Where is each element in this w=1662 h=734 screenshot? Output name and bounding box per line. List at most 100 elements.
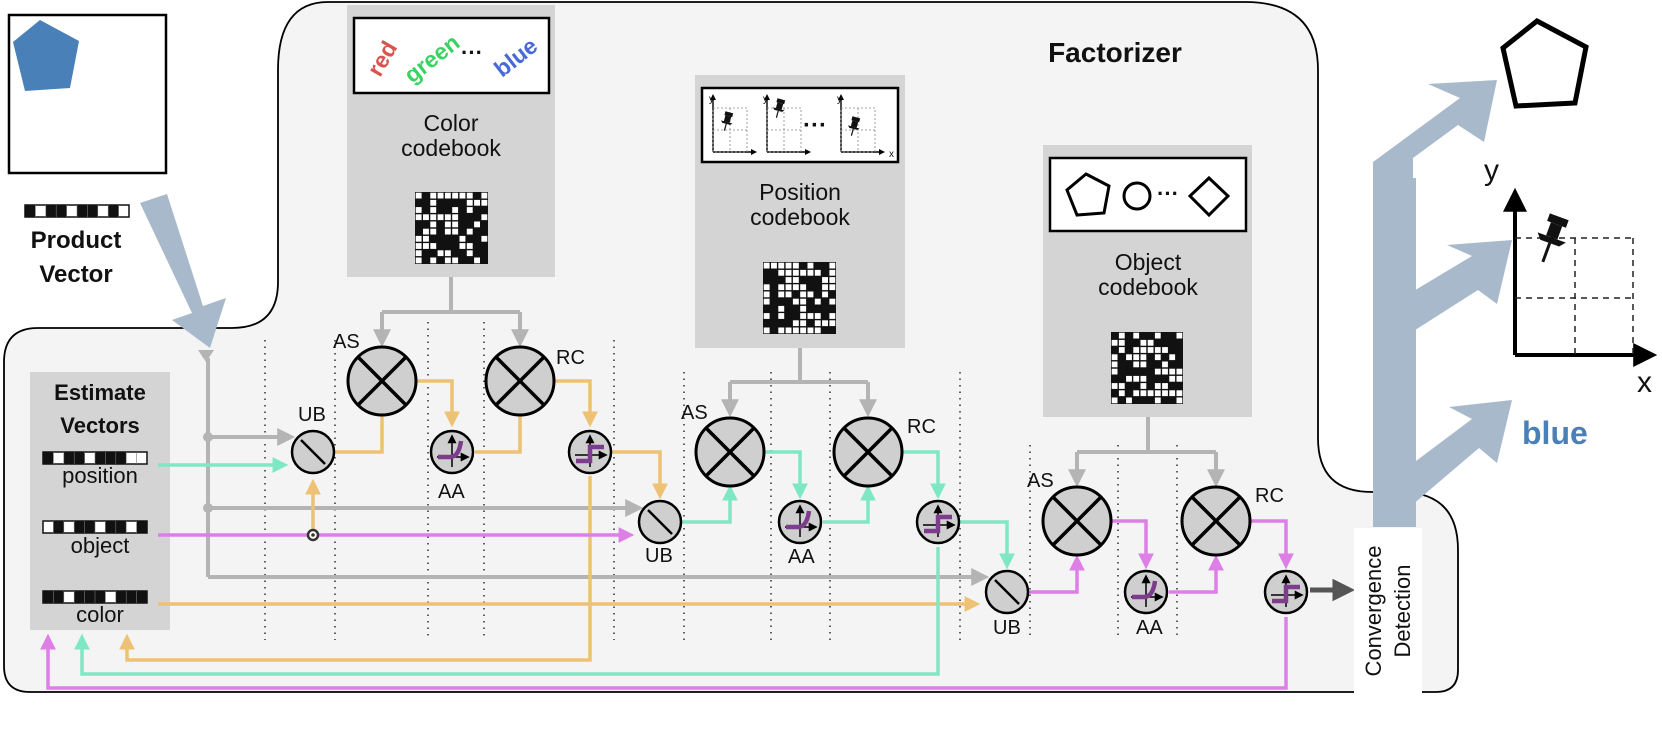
matrix-cell — [1154, 347, 1161, 353]
matrix-cell — [792, 298, 799, 305]
matrix-cell — [800, 313, 807, 319]
matrix-cell — [807, 262, 814, 269]
aa-activation-3 — [1123, 569, 1169, 615]
mini-axis-y: y — [709, 94, 714, 105]
color-codebook: red green ··· blue Color codebook — [347, 5, 555, 277]
matrix-cell — [807, 313, 814, 319]
matrix-cell — [1176, 368, 1183, 375]
matrix-cell — [778, 284, 785, 291]
matrix-cell — [1133, 332, 1140, 339]
matrix-cell — [452, 221, 459, 228]
matrix-cell — [800, 305, 807, 312]
matrix-cell — [1147, 347, 1154, 353]
matrix-cell — [763, 262, 770, 269]
matrix-cell — [1147, 390, 1154, 397]
matrix-cell — [466, 199, 473, 206]
matrix-cell — [437, 214, 444, 221]
matrix-cell — [792, 284, 799, 291]
matrix-cell — [452, 192, 459, 199]
matrix-cell — [763, 284, 770, 291]
ub-unbind-1 — [290, 429, 336, 475]
rc-threshold-3 — [1263, 569, 1309, 615]
matrix-cell — [1140, 383, 1147, 389]
matrix-cell — [415, 192, 422, 199]
convergence-label-2: Detection — [1390, 565, 1415, 658]
matrix-cell — [1140, 361, 1147, 368]
matrix-cell — [1169, 368, 1176, 375]
rc-multiplier-1 — [484, 345, 556, 417]
matrix-cell — [800, 327, 807, 334]
object-codebook-label-1: Object — [1115, 249, 1182, 275]
matrix-cell — [437, 250, 444, 257]
matrix-cell — [800, 269, 807, 276]
matrix-cell — [792, 320, 799, 327]
matrix-cell — [459, 192, 466, 199]
matrix-cell — [778, 313, 785, 319]
matrix-cell — [481, 235, 488, 242]
matrix-cell — [807, 327, 814, 334]
matrix-cell — [800, 320, 807, 327]
matrix-cell — [778, 269, 785, 276]
convergence-label-1: Convergence — [1361, 546, 1386, 677]
matrix-cell — [423, 243, 429, 249]
estimate-label-color: color — [76, 602, 124, 627]
matrix-cell — [452, 257, 459, 264]
matrix-cell — [459, 235, 466, 242]
color-path-wires — [119, 379, 981, 662]
gray-wires — [198, 277, 1225, 586]
mini-pushpin-icon — [720, 111, 734, 131]
matrix-cell — [1154, 332, 1161, 339]
as-label-2: AS — [681, 402, 708, 424]
ub-label-2: UB — [645, 545, 673, 567]
object-pentagon-icon — [1065, 172, 1111, 217]
matrix-cell — [430, 214, 437, 221]
aa-activation-1 — [429, 429, 475, 475]
dotted-guides — [264, 322, 1178, 640]
output-axis-y: y — [1484, 154, 1499, 187]
matrix-cell — [792, 327, 799, 334]
matrix-cell — [452, 214, 459, 221]
matrix-cell — [814, 313, 821, 319]
matrix-cell — [1162, 390, 1168, 397]
matrix-cell — [1111, 397, 1118, 404]
mini-pushpin-icon — [847, 116, 861, 136]
product-vector-label-1: Product — [31, 227, 122, 254]
matrix-cell — [800, 284, 807, 291]
ub-label-1: UB — [298, 404, 326, 426]
matrix-cell — [807, 269, 814, 276]
matrix-cell — [763, 291, 770, 298]
rc-threshold-2 — [915, 499, 961, 545]
matrix-cell — [814, 320, 821, 327]
matrix-cell — [1118, 347, 1125, 353]
color-codebook-label-1: Color — [424, 110, 479, 136]
matrix-cell — [778, 291, 785, 298]
matrix-cell — [829, 284, 836, 291]
matrix-cell — [1140, 347, 1147, 353]
pushpin-icon — [1537, 213, 1569, 263]
mini-plot-2: y — [763, 94, 811, 155]
matrix-cell — [829, 298, 836, 305]
matrix-cell — [800, 291, 807, 298]
output-position-plot: y x — [1484, 154, 1658, 399]
matrix-cell — [1140, 354, 1147, 361]
matrix-cell — [785, 277, 792, 283]
matrix-cell — [415, 250, 422, 257]
input-big-arrow — [140, 194, 226, 348]
output-axis-x: x — [1637, 366, 1652, 399]
color-codebook-matrix — [415, 192, 488, 264]
object-diamond-icon — [1187, 175, 1231, 218]
as-label-1: AS — [333, 331, 360, 353]
position-path-wires — [74, 450, 1015, 676]
matrix-cell — [415, 207, 422, 213]
matrix-cell — [778, 262, 785, 269]
matrix-cell — [444, 228, 451, 235]
mini-pushpin-icon — [772, 98, 786, 118]
matrix-cell — [1169, 354, 1176, 361]
matrix-cell — [481, 199, 488, 206]
rc-multiplier-3 — [1180, 485, 1252, 557]
mini-plot-1: y — [709, 94, 757, 155]
estimate-label-position: position — [62, 463, 138, 488]
as-multiplier-1 — [346, 345, 418, 417]
matrix-cell — [415, 235, 422, 242]
